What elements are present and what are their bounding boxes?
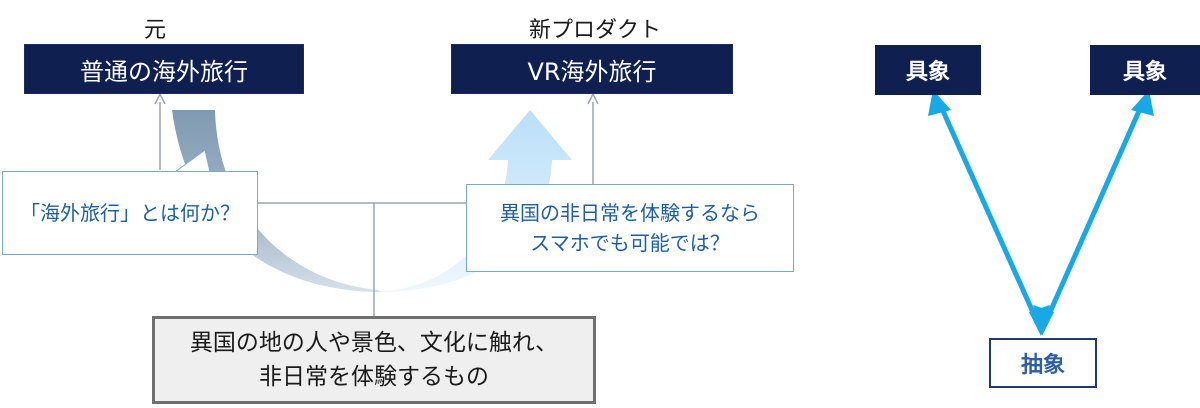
origin-box: 普通の海外旅行 bbox=[24, 44, 304, 94]
concrete-box-right: 具象 bbox=[1090, 45, 1200, 95]
connector-to-product-head bbox=[587, 92, 599, 105]
core-line-1: 異国の地の人や景色、文化に触れ、 bbox=[189, 330, 559, 356]
connector-to-origin-head bbox=[154, 92, 166, 105]
v-arrow-left-head-top bbox=[928, 90, 951, 116]
origin-label: 元 bbox=[143, 18, 166, 43]
callout-right: 異国の非日常を体験するなら スマホでも可能では？ bbox=[466, 184, 794, 272]
callout-right-line-1: 異国の非日常を体験するなら bbox=[500, 201, 760, 225]
product-box: VR海外旅行 bbox=[451, 44, 733, 94]
v-arrow-right-head-bottom bbox=[1033, 305, 1054, 336]
v-arrow-right-head-top bbox=[1131, 90, 1154, 116]
v-arrow-right bbox=[1040, 100, 1146, 330]
concretization-sweep-arrow bbox=[378, 110, 572, 292]
callout-right-line-2: スマホでも可能では？ bbox=[530, 231, 730, 255]
core-line-2: 非日常を体験するもの bbox=[259, 364, 489, 390]
callout-left-tail bbox=[174, 149, 211, 173]
v-arrow-left bbox=[936, 100, 1043, 330]
callout-left: 「海外旅行」とは何か？ bbox=[2, 171, 258, 255]
core-definition-box: 異国の地の人や景色、文化に触れ、 非日常を体験するもの bbox=[152, 316, 596, 404]
callout-left-text: 「海外旅行」とは何か？ bbox=[20, 201, 240, 225]
concrete-box-left: 具象 bbox=[875, 45, 981, 95]
abstract-box: 抽象 bbox=[989, 338, 1097, 388]
product-label: 新プロダクト bbox=[528, 18, 661, 43]
